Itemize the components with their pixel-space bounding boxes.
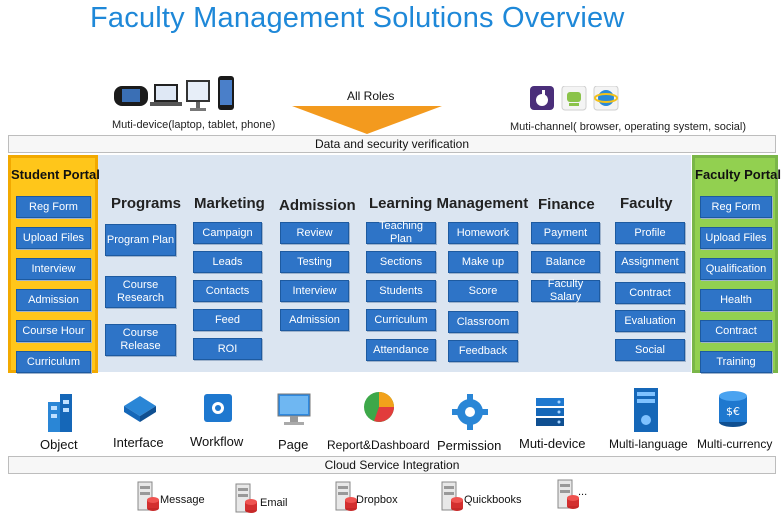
cloud-service-integration-bar: Cloud Service Integration: [8, 456, 776, 474]
profile-button[interactable]: Profile: [615, 222, 685, 244]
student-admission-button[interactable]: Admission: [16, 289, 91, 311]
faculty-upload-files-button[interactable]: Upload Files: [700, 227, 772, 249]
multi-language-icon: [634, 388, 658, 432]
faculty-portal: Faculty Portal Reg Form Upload Files Qua…: [692, 155, 781, 373]
page-label: Page: [278, 437, 309, 452]
page-icon: [277, 393, 311, 425]
page-title: Faculty Management Solutions Overview: [90, 2, 625, 34]
multi-currency-icon: $€: [719, 391, 747, 427]
svg-text:$€: $€: [726, 405, 740, 418]
workflow-label: Workflow: [190, 434, 244, 449]
channel-caption: Muti-channel( browser, operating system,…: [510, 121, 746, 133]
leads-button[interactable]: Leads: [193, 251, 262, 273]
report-dashboard-icon: [364, 392, 394, 422]
student-curriculum-button[interactable]: Curriculum: [16, 351, 91, 373]
social-button[interactable]: Social: [615, 339, 685, 361]
student-portal: Student Portal Reg Form Upload Files Int…: [8, 155, 100, 373]
multi-currency-label: Multi-currency: [697, 437, 773, 451]
admission-heading: Admission: [279, 197, 356, 214]
all-roles-arrow-icon: [292, 106, 442, 134]
admission-interview-button[interactable]: Interview: [280, 280, 349, 302]
message-label: Message: [160, 494, 205, 506]
all-roles-label: All Roles: [347, 89, 395, 103]
workflow-icon: [204, 394, 232, 422]
roi-button[interactable]: ROI: [193, 338, 262, 360]
student-portal-title: Student Portal: [11, 167, 100, 182]
more-server-icon: [557, 479, 579, 509]
faculty-portal-title: Faculty Portal: [695, 167, 781, 182]
faculty-contract-module-button[interactable]: Contract: [615, 282, 685, 304]
quickbooks-label: Quickbooks: [464, 494, 522, 506]
student-reg-form-button[interactable]: Reg Form: [16, 196, 91, 218]
feed-button[interactable]: Feed: [193, 309, 262, 331]
classroom-button[interactable]: Classroom: [448, 311, 518, 333]
teaching-plan-button[interactable]: Teaching Plan: [366, 220, 436, 245]
device-caption: Muti-device(laptop, tablet, phone): [112, 119, 276, 131]
channels-icon: [530, 86, 619, 111]
faculty-contract-button[interactable]: Contract: [700, 320, 772, 342]
course-research-button[interactable]: Course Research: [105, 276, 176, 308]
multi-language-label: Multi-language: [609, 437, 688, 451]
assignment-button[interactable]: Assignment: [615, 251, 685, 273]
campaign-button[interactable]: Campaign: [193, 222, 262, 244]
student-course-hour-button[interactable]: Course Hour: [16, 320, 91, 342]
faculty-qualification-button[interactable]: Qualification: [700, 258, 772, 280]
attendance-button[interactable]: Attendance: [366, 339, 436, 361]
multi-device-label: Muti-device: [519, 436, 586, 451]
dropbox-label: Dropbox: [356, 494, 398, 506]
report-dashboard-label: Report&Dashboard: [327, 438, 430, 452]
marketing-heading: Marketing: [194, 195, 265, 212]
faculty-heading: Faculty: [620, 195, 673, 212]
interface-icon: [124, 396, 156, 422]
multi-device-icon: [536, 398, 564, 426]
quickbooks-server-icon: [441, 481, 463, 511]
finance-heading: Finance: [538, 196, 595, 213]
programs-heading: Programs: [111, 195, 182, 212]
faculty-health-button[interactable]: Health: [700, 289, 772, 311]
balance-button[interactable]: Balance: [531, 251, 600, 273]
contacts-button[interactable]: Contacts: [193, 280, 262, 302]
permission-icon: [452, 394, 488, 430]
object-label: Object: [40, 437, 78, 452]
message-server-icon: [137, 481, 159, 511]
object-icon: [48, 394, 72, 432]
interface-label: Interface: [113, 435, 164, 450]
student-interview-button[interactable]: Interview: [16, 258, 91, 280]
program-plan-button[interactable]: Program Plan: [105, 224, 176, 256]
testing-button[interactable]: Testing: [280, 251, 349, 273]
sections-button[interactable]: Sections: [366, 251, 436, 273]
email-server-icon: [235, 483, 257, 513]
review-button[interactable]: Review: [280, 222, 349, 244]
devices-icon: [114, 76, 234, 111]
learning-management-heading: Learning Management: [369, 195, 529, 212]
faculty-salary-button[interactable]: Faculty Salary: [531, 278, 600, 303]
payment-button[interactable]: Payment: [531, 222, 600, 244]
feedback-button[interactable]: Feedback: [448, 340, 518, 362]
course-release-button[interactable]: Course Release: [105, 324, 176, 356]
faculty-training-button[interactable]: Training: [700, 351, 772, 373]
security-verification-bar: Data and security verification: [8, 135, 776, 153]
admission-admission-button[interactable]: Admission: [280, 309, 349, 331]
evaluation-button[interactable]: Evaluation: [615, 310, 685, 332]
students-button[interactable]: Students: [366, 280, 436, 302]
faculty-reg-form-button[interactable]: Reg Form: [700, 196, 772, 218]
score-button[interactable]: Score: [448, 280, 518, 302]
dropbox-server-icon: [335, 481, 357, 511]
homework-button[interactable]: Homework: [448, 222, 518, 244]
student-upload-files-button[interactable]: Upload Files: [16, 227, 91, 249]
more-integrations-label: ...: [578, 486, 588, 498]
make-up-button[interactable]: Make up: [448, 251, 518, 273]
learning-curriculum-button[interactable]: Curriculum: [366, 309, 436, 331]
permission-label: Permission: [437, 438, 502, 453]
email-label: Email: [260, 497, 288, 509]
